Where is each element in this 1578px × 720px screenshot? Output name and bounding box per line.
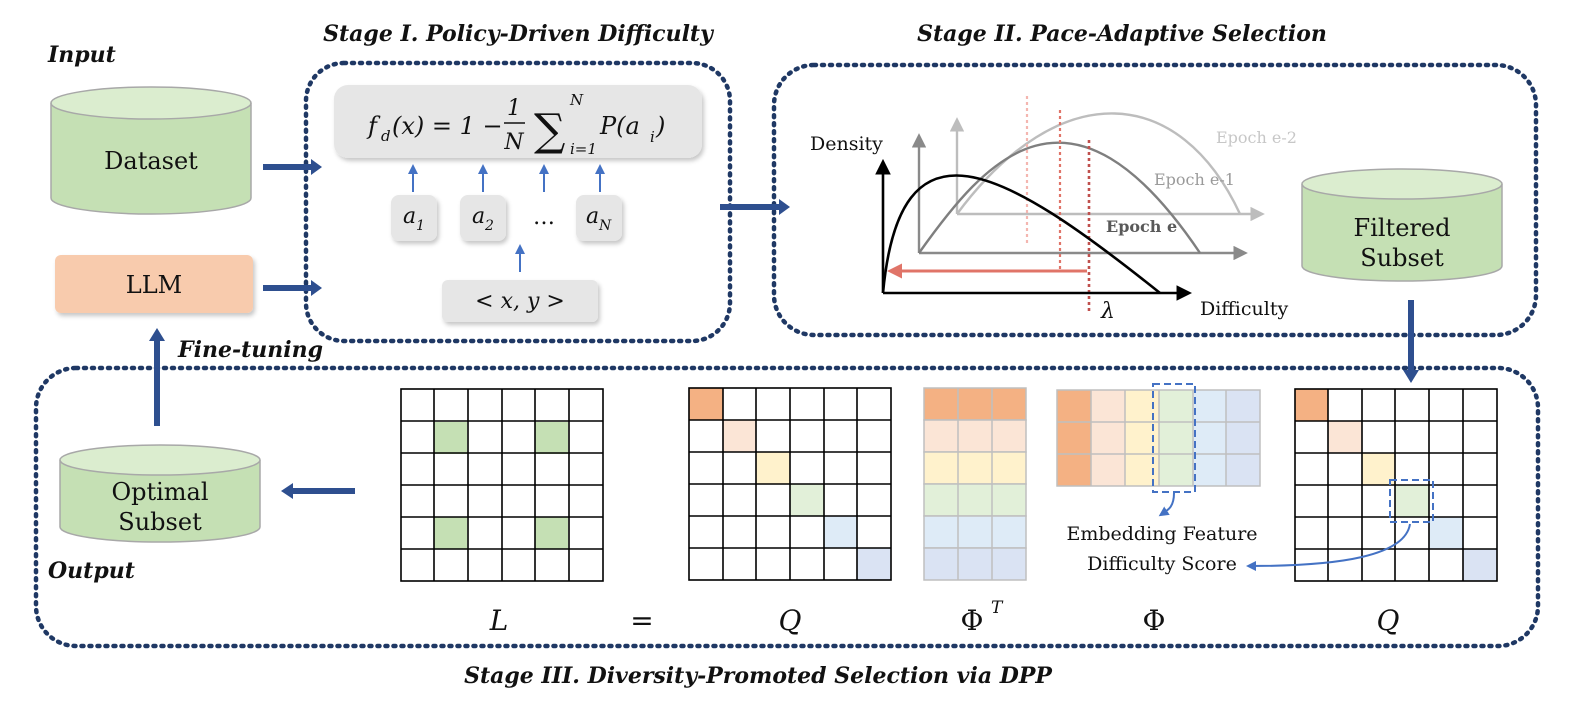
filtered-label-1: Filtered [1354, 214, 1451, 242]
symbol-Phi: Φ [1143, 604, 1166, 637]
symbol-equals: = [630, 604, 653, 637]
symbol-L: L [489, 604, 509, 637]
stage1-title: Stage I. Policy-Driven Difficulty [323, 21, 715, 47]
svg-text:d: d [381, 127, 391, 145]
label-epoch-e2: Epoch e-2 [1216, 128, 1297, 147]
difficulty-formula: f d (x) = 1 − 1 N ∑ N i=1 P(a i ) [334, 85, 702, 158]
l-to-optimal-arrow [281, 483, 355, 499]
svg-text:i: i [650, 128, 655, 146]
curve-epoch-e2 [956, 112, 1242, 215]
pace-chart: Density Difficulty λ Epoch e Epoch e-1 E… [810, 96, 1297, 324]
action-a1: a 1 [391, 195, 437, 241]
svg-text:1: 1 [507, 96, 521, 121]
svg-text:a: a [403, 204, 416, 229]
symbol-Q-right: Q [1377, 604, 1400, 637]
matrix-Q-right [1246, 388, 1498, 582]
svg-text:N: N [569, 91, 584, 109]
svg-text:): ) [655, 112, 665, 140]
action-ellipsis: … [533, 205, 555, 230]
svg-text:(x) = 1 −: (x) = 1 − [392, 112, 503, 140]
svg-text:< x, y >: < x, y > [475, 289, 565, 314]
stage3-title: Stage III. Diversity-Promoted Selection … [464, 663, 1053, 689]
stage1-frame [303, 60, 733, 344]
stage2-frame [771, 62, 1539, 338]
filtered-subset-cylinder: Filtered Subset [1301, 168, 1503, 282]
difficulty-score-label: Difficulty Score [1087, 553, 1237, 575]
filtered-label-2: Subset [1360, 244, 1444, 272]
output-label: Output [48, 558, 135, 584]
chart-ylabel: Density [810, 133, 883, 155]
dataset-label: Dataset [104, 147, 198, 175]
dataset-cylinder: Dataset [50, 86, 252, 215]
filtered-to-dpp-arrow [1403, 300, 1419, 383]
matrix-PhiT [923, 387, 1027, 581]
svg-text:N: N [598, 218, 612, 234]
svg-text:i=1: i=1 [570, 140, 597, 158]
optimal-subset-cylinder: Optimal Subset [59, 444, 261, 543]
matrix-Q-left [688, 387, 892, 581]
input-label: Input [47, 42, 116, 68]
action-a2: a 2 [460, 195, 506, 241]
input-arrows [263, 159, 322, 296]
symbol-Q-left: Q [779, 604, 802, 637]
llm-label: LLM [126, 271, 182, 299]
svg-text:∑: ∑ [534, 105, 565, 156]
embedding-feature-label: Embedding Feature [1066, 523, 1257, 545]
finetune-label: Fine-tuning [177, 337, 323, 363]
svg-text:2: 2 [484, 218, 494, 234]
stage2-title: Stage II. Pace-Adaptive Selection [917, 21, 1327, 47]
curve-epoch-e1 [918, 141, 1201, 254]
matrix-Phi [1056, 383, 1261, 517]
matrix-L [400, 388, 604, 582]
chart-xlabel: Difficulty [1200, 298, 1288, 320]
symbol-PhiT: Φ [961, 604, 984, 637]
llm-box: LLM [55, 255, 253, 313]
svg-text:a: a [472, 204, 485, 229]
action-aN: a N [576, 195, 622, 241]
stage1-blue-arrows [408, 164, 605, 272]
svg-text:a: a [586, 204, 599, 229]
label-epoch-e1: Epoch e-1 [1154, 170, 1235, 189]
finetune-arrow [149, 328, 165, 426]
chart-lambda: λ [1100, 299, 1115, 324]
stage3-frame [33, 365, 1541, 649]
curve-epoch-e [881, 174, 1161, 295]
svg-text:N: N [503, 130, 524, 155]
svg-text:P(a: P(a [599, 112, 640, 140]
optimal-label-2: Subset [118, 508, 202, 536]
label-epoch-e: Epoch e [1106, 217, 1177, 236]
stage1-to-stage2-arrow [720, 199, 790, 215]
optimal-label-1: Optimal [111, 478, 208, 506]
sample-pair: < x, y > [442, 280, 598, 322]
svg-text:1: 1 [416, 218, 425, 234]
symbol-PhiT-superscript: T [991, 598, 1004, 618]
